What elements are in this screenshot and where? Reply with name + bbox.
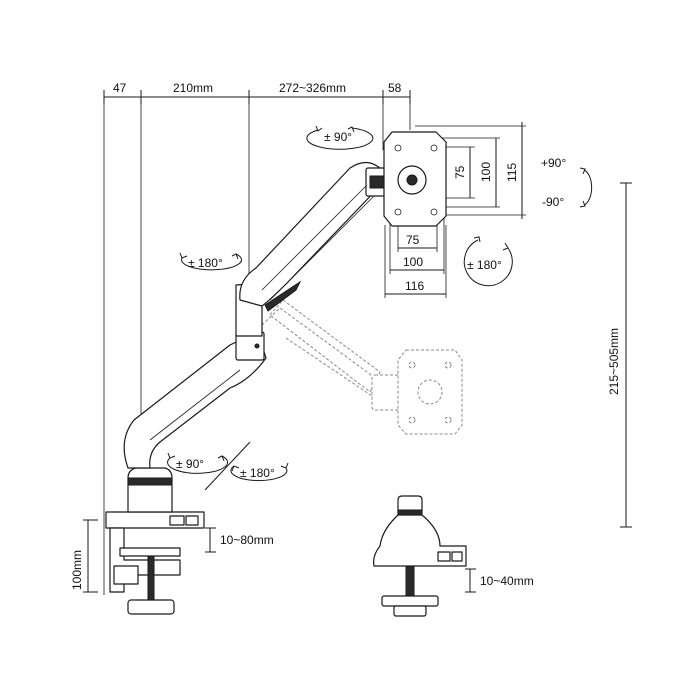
- tilt-indicator: [579, 167, 593, 208]
- grommet-plate: [381, 595, 439, 607]
- ghost-arm-position: [261, 299, 463, 435]
- dim-grommet-range: 10~40mm: [480, 574, 534, 588]
- grommet-range-dimension: [465, 568, 476, 593]
- dim-clamp-offset: 47: [113, 81, 127, 95]
- clamp-knob: [127, 599, 175, 615]
- dim-upper-arm-length: 272~326mm: [279, 81, 346, 95]
- base-swivel-indicator: [167, 452, 229, 474]
- dim-plate-116-horizontal: 116: [405, 279, 424, 293]
- base-column: [127, 467, 173, 513]
- dim-lower-arm-length: 210mm: [173, 81, 213, 95]
- dim-head-offset: 58: [388, 81, 402, 95]
- screen-rotation-indicator: [463, 236, 513, 287]
- lower-arm: [123, 339, 267, 469]
- c-clamp: [109, 527, 181, 593]
- clamp-screw: [147, 555, 155, 603]
- dim-vesa-75-horizontal: 75: [406, 233, 420, 247]
- clamp-range-dimension: [205, 527, 216, 553]
- dim-base-height: 100mm: [70, 550, 84, 590]
- base-rotation-indicator: [204, 441, 289, 491]
- dim-vesa-75-vertical: 75: [453, 165, 467, 179]
- base-height-dimension: [83, 519, 98, 593]
- dim-height-range: 215~505mm: [607, 328, 621, 395]
- elbow-rotation-indicator: [179, 252, 243, 271]
- rotation-tilt-up: +90°: [541, 156, 566, 170]
- rotation-base-swivel: ± 90°: [176, 457, 204, 471]
- monitor-arm-main: [105, 131, 447, 615]
- dim-vesa-100-vertical: 100: [479, 162, 493, 182]
- grommet-mount: [373, 495, 467, 617]
- height-range-dimension: [620, 182, 632, 528]
- dim-clamp-range: 10~80mm: [220, 533, 274, 547]
- rotation-elbow: ± 180°: [188, 256, 223, 270]
- rotation-tilt-down: -90°: [542, 195, 564, 209]
- grommet-knob: [393, 605, 427, 617]
- top-dimension-line: [103, 90, 411, 595]
- grommet-screw: [405, 565, 415, 601]
- rotation-base: ± 180°: [240, 466, 275, 480]
- upper-arm: [239, 161, 383, 307]
- dim-vesa-100-horizontal: 100: [403, 255, 423, 269]
- head-swivel-indicator: [306, 125, 374, 150]
- rotation-screen: ± 180°: [467, 258, 502, 272]
- rotation-head-swivel: ± 90°: [324, 130, 352, 144]
- dim-plate-115-vertical: 115: [505, 163, 519, 182]
